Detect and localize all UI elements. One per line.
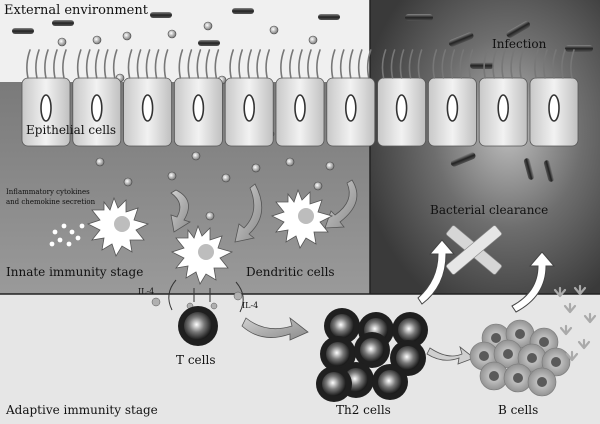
innate-immunity-stage-label: Innate immunity stage bbox=[6, 265, 143, 279]
epithelial-cell bbox=[529, 49, 579, 147]
cytokine-dots bbox=[57, 21, 335, 221]
epithelial-cell bbox=[72, 49, 122, 147]
th2-cell bbox=[372, 364, 408, 400]
innate-arrows bbox=[170, 179, 358, 243]
il4-dots bbox=[151, 291, 243, 310]
epithelial-cell bbox=[275, 49, 325, 147]
b-cell bbox=[517, 343, 547, 373]
th2-cell bbox=[354, 332, 390, 368]
inflammatory-label-line2: and chemokine secretion bbox=[6, 198, 96, 206]
b-cell bbox=[503, 363, 533, 393]
il4-arrows bbox=[168, 279, 244, 313]
th2-cells-label: Th2 cells bbox=[336, 403, 391, 417]
dendritic-cell-1 bbox=[86, 196, 150, 257]
th2-cell bbox=[392, 312, 428, 348]
th2-cell bbox=[316, 366, 352, 402]
il4-left-label: IL-4 bbox=[138, 287, 154, 296]
epithelial-cell bbox=[427, 49, 477, 147]
bacteria-external bbox=[12, 8, 340, 46]
th2-cell bbox=[320, 336, 356, 372]
b-cell bbox=[541, 347, 571, 377]
dendritic-cell-2 bbox=[170, 224, 234, 285]
clearance-cross bbox=[446, 225, 502, 275]
clearance-arrows bbox=[417, 239, 556, 313]
t-cells-label: T cells bbox=[176, 353, 215, 367]
epithelial-cell bbox=[326, 49, 376, 147]
epithelial-cell-layer bbox=[21, 49, 579, 147]
infection-region bbox=[370, 0, 600, 294]
th2-cell-cluster bbox=[316, 308, 428, 402]
il4-right-label: IL-4 bbox=[242, 301, 258, 310]
infection-label: Infection bbox=[492, 37, 547, 51]
epithelial-cells-label: Epithelial cells bbox=[26, 123, 116, 137]
b-cell bbox=[479, 361, 509, 391]
th2-to-b-arrow bbox=[426, 345, 475, 365]
epithelial-cell bbox=[377, 49, 427, 147]
dendritic-cells-label: Dendritic cells bbox=[246, 265, 335, 279]
inflammatory-label-line1: Inflammatory cytokines bbox=[6, 188, 90, 196]
bacterial-clearance-label: Bacterial clearance bbox=[430, 203, 548, 217]
external-environment-label: External environment bbox=[4, 3, 149, 18]
th2-cell bbox=[324, 308, 360, 344]
secretion-dots bbox=[49, 223, 85, 247]
epithelial-cell bbox=[173, 49, 223, 147]
adaptive-immunity-stage-label: Adaptive immunity stage bbox=[5, 403, 158, 417]
dendritic-cell-3 bbox=[270, 188, 334, 249]
b-cell-cluster bbox=[469, 319, 571, 397]
t-to-th2-arrow bbox=[241, 316, 309, 341]
antibodies bbox=[553, 284, 597, 362]
b-cells-label: B cells bbox=[498, 403, 538, 417]
t-cell bbox=[178, 306, 218, 346]
b-cell bbox=[527, 367, 557, 397]
epithelial-cell bbox=[123, 49, 172, 147]
epithelial-cell bbox=[478, 49, 528, 147]
epithelial-cell bbox=[224, 49, 274, 147]
epithelial-cell bbox=[21, 49, 71, 147]
b-cell bbox=[493, 339, 523, 369]
